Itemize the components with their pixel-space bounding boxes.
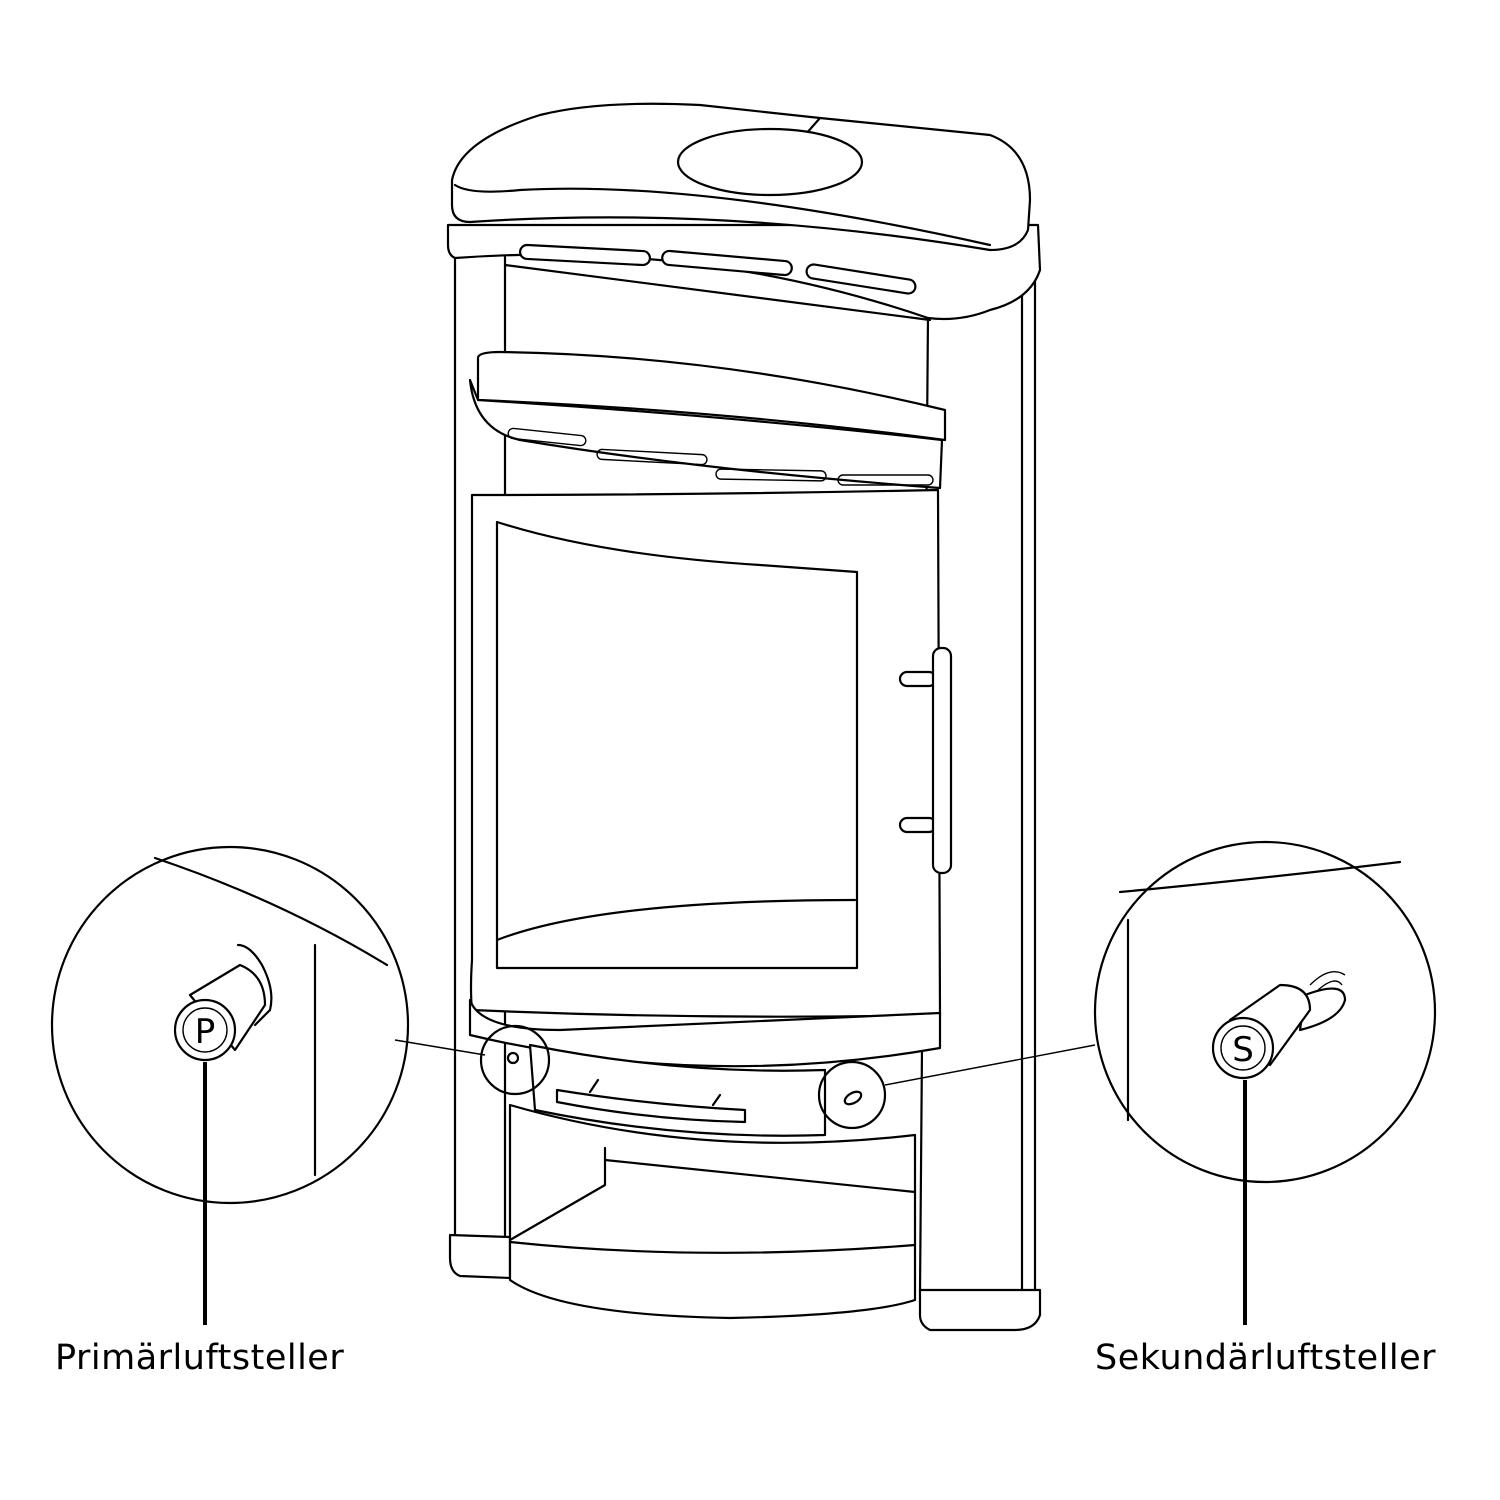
door-window — [495, 520, 859, 970]
stove-lid — [450, 102, 1032, 252]
primary-air-zoom: P — [50, 845, 410, 1325]
secondary-air-knob[interactable] — [1211, 1016, 1275, 1080]
secondary-air-zoom: S — [1093, 840, 1437, 1325]
primary-air-detail-circle — [479, 1024, 551, 1096]
stove-door[interactable] — [469, 488, 942, 1018]
secondary-air-detail-circle — [817, 1060, 887, 1130]
primary-air-label: Primärluftsteller — [55, 1338, 345, 1378]
upper-shelf — [468, 350, 947, 490]
right-side-column — [918, 278, 1042, 1332]
back-panel-edge — [503, 263, 932, 322]
primary-air-knob[interactable] — [173, 998, 237, 1062]
ash-drawer[interactable] — [528, 1043, 827, 1137]
door-handle[interactable] — [898, 646, 953, 875]
knob-letter-p: P — [195, 1012, 216, 1052]
knob-letter-s: S — [1232, 1030, 1254, 1070]
log-storage — [508, 1103, 917, 1320]
cooking-plate — [676, 127, 864, 197]
leader-line-secondary — [884, 1044, 1096, 1086]
top-band — [446, 223, 1042, 321]
secondary-air-label: Sekundärluftsteller — [1095, 1338, 1437, 1378]
leader-line-primary — [394, 1039, 486, 1056]
